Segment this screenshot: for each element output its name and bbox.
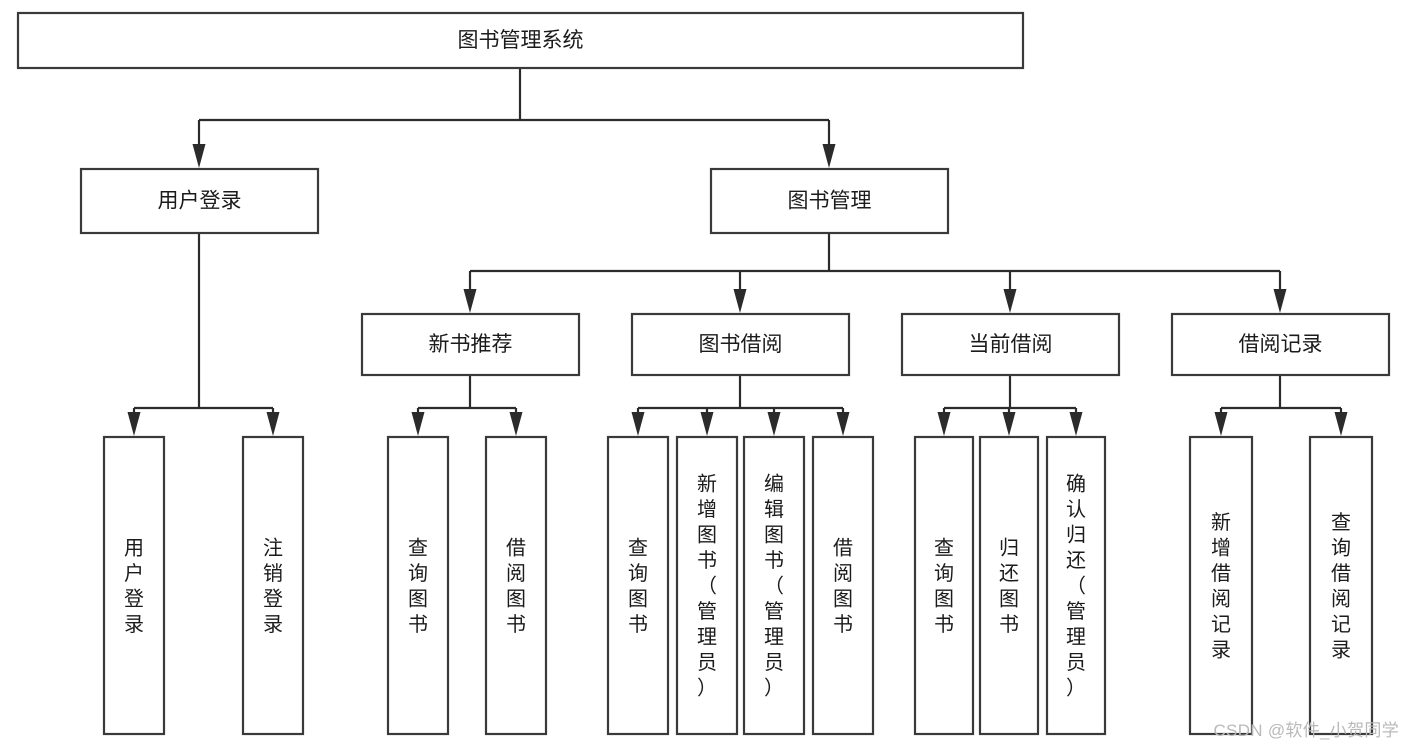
level2-node-2[interactable]: 图书借阅 bbox=[630, 312, 851, 377]
connector-group-current-borrow-to-leaves bbox=[937, 375, 1083, 436]
leaf-node-4-label: 借阅图书 bbox=[506, 536, 526, 636]
leaf-node-11-label: 确认归还（管理员） bbox=[1066, 473, 1086, 700]
level2-node-1-label: 新书推荐 bbox=[429, 333, 513, 356]
leaf-node-7[interactable]: 编辑图书（管理员） bbox=[742, 435, 806, 736]
leaf-node-11[interactable]: 确认归还（管理员） bbox=[1045, 435, 1107, 736]
leaf-node-1-label: 用户登录 bbox=[124, 537, 144, 636]
watermark-text: CSDN @软件_小贺同学 bbox=[1213, 721, 1399, 740]
leaf-node-5-label: 查询图书 bbox=[628, 536, 648, 636]
leaf-node-12[interactable]: 新增借阅记录 bbox=[1188, 435, 1254, 736]
connector-group-root-to-level1 bbox=[192, 68, 836, 168]
leaf-node-6-label: 新增图书（管理员） bbox=[697, 473, 717, 700]
leaf-node-3-label: 查询图书 bbox=[408, 536, 428, 636]
level2-node-4-label: 借阅记录 bbox=[1239, 333, 1323, 356]
leaf-node-5[interactable]: 查询图书 bbox=[606, 435, 670, 736]
leaf-node-13[interactable]: 查询借阅记录 bbox=[1308, 435, 1374, 736]
level2-node-1[interactable]: 新书推荐 bbox=[360, 312, 581, 377]
connector-group-new-book-recommend-to-leaves bbox=[411, 375, 523, 436]
connector-group-book-management-to-level2 bbox=[463, 233, 1287, 313]
root-node-book-management-system-label: 图书管理系统 bbox=[458, 29, 584, 52]
leaf-node-7-label: 编辑图书（管理员） bbox=[764, 473, 784, 700]
level2-node-3-label: 当前借阅 bbox=[969, 333, 1053, 356]
leaf-node-12-label: 新增借阅记录 bbox=[1211, 511, 1231, 662]
leaf-node-8[interactable]: 借阅图书 bbox=[811, 435, 875, 736]
leaf-node-1[interactable]: 用户登录 bbox=[102, 435, 166, 736]
leaf-node-10-label: 归还图书 bbox=[999, 536, 1019, 636]
level1-node-2[interactable]: 图书管理 bbox=[709, 167, 950, 235]
leaf-node-2-label: 注销登录 bbox=[263, 536, 283, 636]
level1-node-1-label: 用户登录 bbox=[158, 190, 242, 213]
leaf-node-13-label: 查询借阅记录 bbox=[1331, 511, 1351, 662]
leaf-node-4[interactable]: 借阅图书 bbox=[484, 435, 548, 736]
level2-node-3[interactable]: 当前借阅 bbox=[900, 312, 1121, 377]
connector-group-borrow-record-to-leaves bbox=[1214, 375, 1348, 436]
leaf-node-9-label: 查询图书 bbox=[934, 536, 954, 636]
leaf-node-9[interactable]: 查询图书 bbox=[913, 435, 975, 736]
level1-node-1[interactable]: 用户登录 bbox=[79, 167, 320, 235]
level2-node-2-label: 图书借阅 bbox=[699, 333, 783, 356]
leaf-node-2[interactable]: 注销登录 bbox=[241, 435, 305, 736]
leaf-node-6[interactable]: 新增图书（管理员） bbox=[675, 435, 739, 736]
leaf-node-10[interactable]: 归还图书 bbox=[978, 435, 1040, 736]
root-node-book-management-system[interactable]: 图书管理系统 bbox=[16, 11, 1025, 70]
connector-group-user-login-to-leaves bbox=[127, 233, 280, 436]
nodes-layer: 图书管理系统用户登录图书管理新书推荐图书借阅当前借阅借阅记录用户登录注销登录查询… bbox=[16, 11, 1391, 736]
leaf-node-8-label: 借阅图书 bbox=[833, 536, 853, 636]
connector-group-book-borrow-to-leaves bbox=[631, 375, 850, 436]
level1-node-2-label: 图书管理 bbox=[788, 190, 872, 213]
connectors-layer bbox=[127, 68, 1348, 436]
level2-node-4[interactable]: 借阅记录 bbox=[1170, 312, 1391, 377]
leaf-node-3[interactable]: 查询图书 bbox=[386, 435, 450, 736]
